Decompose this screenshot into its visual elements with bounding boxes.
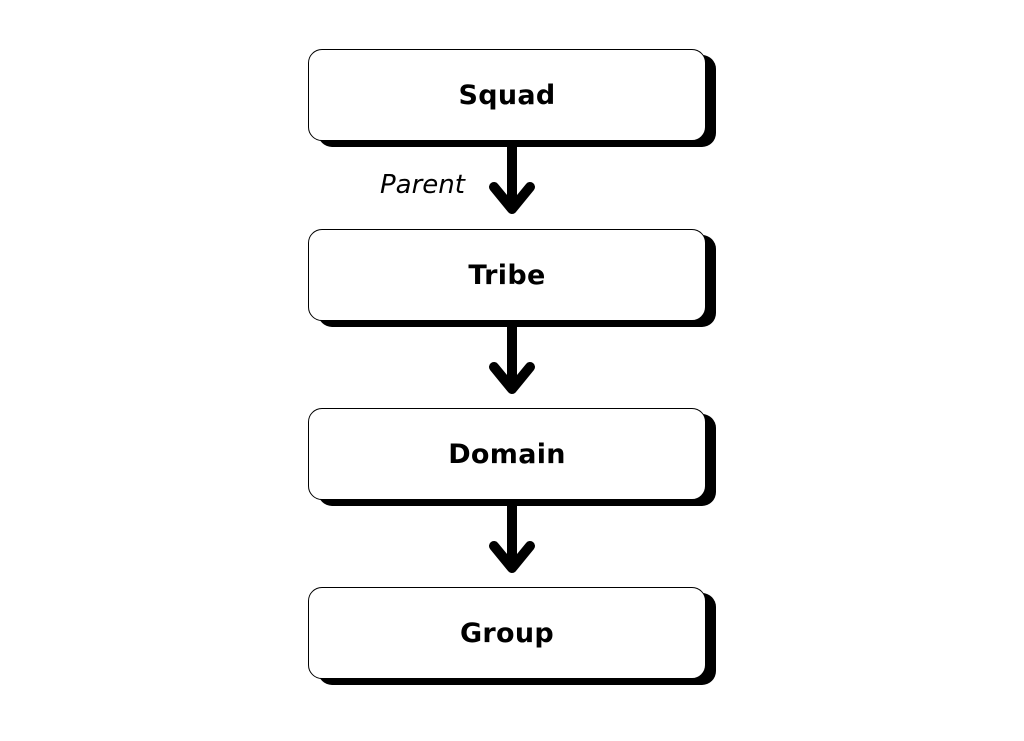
- edge-label-parent: Parent: [380, 170, 465, 200]
- edge-tribe-domain: [489, 326, 535, 394]
- node-box: Squad: [308, 49, 706, 141]
- node-label-group: Group: [459, 617, 555, 649]
- node-box: Domain: [308, 408, 706, 500]
- node-box: Group: [308, 587, 706, 679]
- node-box: Tribe: [308, 229, 706, 321]
- node-tribe: Tribe: [308, 229, 716, 327]
- edge-domain-group: [489, 505, 535, 573]
- node-domain: Domain: [308, 408, 716, 506]
- node-group: Group: [308, 587, 716, 685]
- edge-squad-tribe: [489, 146, 535, 214]
- node-label-tribe: Tribe: [468, 259, 546, 291]
- node-squad: Squad: [308, 49, 716, 147]
- node-label-domain: Domain: [448, 438, 566, 470]
- node-label-squad: Squad: [458, 79, 556, 111]
